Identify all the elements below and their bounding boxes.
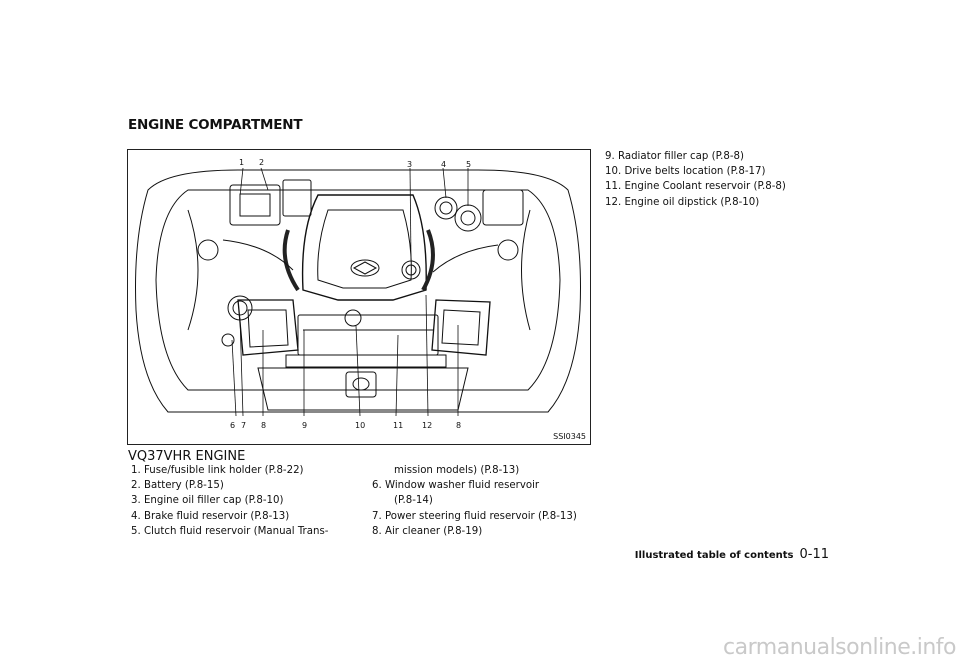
footer-label: Illustrated table of contents <box>634 550 794 561</box>
callout-label: 12 <box>422 421 432 430</box>
callout-label: 8 <box>456 421 461 430</box>
figure-caption: VQ37VHR ENGINE <box>128 449 246 464</box>
list-item: 9. Radiator filler cap (P.8-8) <box>605 151 744 162</box>
list-item: 5. Clutch fluid reservoir (Manual Trans- <box>131 525 329 537</box>
list-item: 1. Fuse/fusible link holder (P.8-22) <box>131 465 304 476</box>
list-item: mission models) (P.8-13) <box>394 465 520 476</box>
page-footer: Illustrated table of contents 0-11 <box>635 547 829 562</box>
list-item: (P.8-14) <box>394 495 433 507</box>
list-item: 7. Power steering fluid reservoir (P.8-1… <box>372 510 577 522</box>
list-item: 2. Battery (P.8-15) <box>131 480 224 492</box>
legend-list-left: 1. Fuse/fusible link holder (P.8-22) 2. … <box>131 463 328 539</box>
callout-label: 8 <box>261 421 266 430</box>
callout-label: 6 <box>230 421 235 430</box>
list-item: 10. Drive belts location (P.8-17) <box>605 166 766 178</box>
callout-label: 1 <box>239 158 244 167</box>
list-item: 12. Engine oil dipstick (P.8-10) <box>605 196 760 208</box>
callout-label: 3 <box>407 160 412 169</box>
page-number: 0-11 <box>799 547 829 562</box>
list-item: 4. Brake fluid reservoir (P.8-13) <box>131 510 290 522</box>
callout-label: 9 <box>302 421 307 430</box>
figure-code: SSI0345 <box>553 432 586 441</box>
engine-compartment-figure: 1 2 3 4 5 6 7 8 9 10 11 12 8 SSI0345 <box>127 149 591 445</box>
callout-label: 7 <box>241 421 246 430</box>
list-item: 8. Air cleaner (P.8-19) <box>372 525 483 537</box>
callout-label: 10 <box>355 421 365 430</box>
watermark: carmanualsonline.info <box>723 635 956 660</box>
callout-label: 11 <box>393 421 403 430</box>
callout-label: 2 <box>259 158 264 167</box>
engine-illustration: 1 2 3 4 5 6 7 8 9 10 11 12 8 <box>135 158 581 430</box>
list-item: 6. Window washer fluid reservoir <box>372 480 540 492</box>
list-item: 11. Engine Coolant reservoir (P.8-8) <box>605 181 786 193</box>
legend-list-right: 9. Radiator filler cap (P.8-8) 10. Drive… <box>605 149 786 210</box>
callout-label: 5 <box>466 160 471 169</box>
legend-list-middle: mission models) (P.8-13) 6. Window washe… <box>372 463 577 539</box>
list-item: 3. Engine oil filler cap (P.8-10) <box>131 495 284 507</box>
section-title: ENGINE COMPARTMENT <box>128 117 303 133</box>
callout-label: 4 <box>441 160 446 169</box>
